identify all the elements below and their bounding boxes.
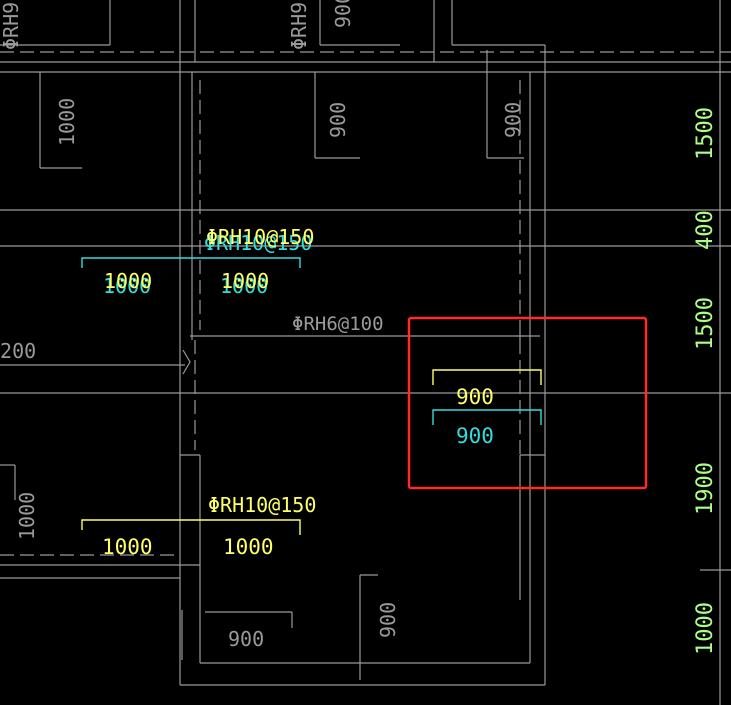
label-1000-c: 1000 [102,535,153,559]
label-1000-left-bottom: 1000 [15,492,39,540]
highlight-box [407,316,648,490]
label-200-left: @200 [0,339,36,363]
label-1900-right: 1900 [693,462,718,515]
label-rh9-right: ΦRH9 [287,2,311,50]
label-rh10-upper-yellow: ΦRH10@150 [206,225,314,249]
label-1000-d: 1000 [223,535,274,559]
label-900-mid-v2: 900 [501,102,525,138]
label-1500-right-b: 1500 [693,297,718,350]
label-rh10-upper-cyan: ΦRH10@150 [204,231,312,255]
label-400-right: 400 [693,210,718,250]
label-900-bottom-v: 900 [376,602,400,638]
label-1000-b-cyan: 1000 [220,274,268,298]
label-1000-a-cyan: 1000 [103,274,151,298]
label-1000-left-top: 1000 [55,98,79,146]
label-1500-right-a: 1500 [693,107,718,160]
label-rh10-lower: ΦRH10@150 [208,493,316,517]
label-rh6: ΦRH6@100 [292,313,384,335]
label-900-box-cyan: 900 [456,424,494,448]
label-900-top-vertical: 900 [331,0,355,28]
label-900-box-yellow: 900 [456,385,494,409]
label-1000-right: 1000 [693,602,718,655]
dashed-lines [0,51,731,556]
label-900-mid-v1: 900 [326,102,350,138]
label-900-bottom-h: 900 [228,627,264,651]
label-rh9-left: ΦRH9 [0,2,23,50]
dimension-bars [81,257,542,535]
label-1000-a-yellow: 1000 [104,269,152,293]
arrow-mark [182,349,191,375]
label-1000-b-yellow: 1000 [221,269,269,293]
